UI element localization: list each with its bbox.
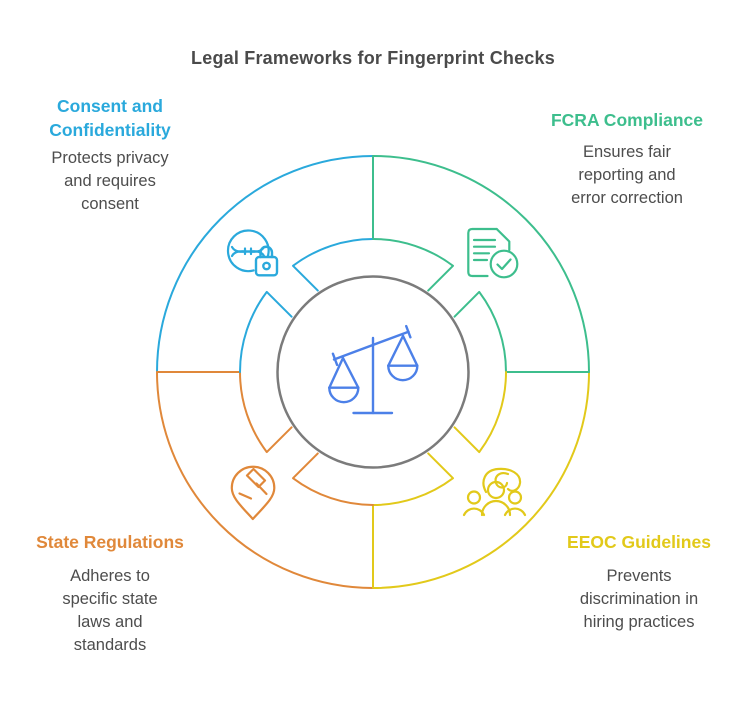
dna-lock-icon — [228, 231, 277, 276]
mid-arc-consent-top — [293, 239, 373, 291]
body-line: consent — [81, 195, 139, 213]
mid-arc-eeoc-bottom — [373, 453, 453, 505]
document-check-icon — [468, 229, 517, 277]
mid-arc-state-left — [240, 372, 292, 452]
mid-arc-state-bottom — [293, 453, 373, 505]
mid-arc-fcra-top — [373, 239, 453, 291]
body-line: and requires — [64, 172, 156, 190]
section-consent-description: Protects privacy and requires consent — [10, 147, 210, 216]
outer-arc-fcra — [373, 156, 589, 372]
section-eeoc-label: EEOC Guidelines Prevents discrimination … — [539, 530, 739, 634]
outer-arc-state — [157, 372, 373, 588]
people-icon — [464, 469, 525, 515]
section-fcra-description: Ensures fair reporting and error correct… — [527, 141, 727, 210]
page-title: Legal Frameworks for Fingerprint Checks — [191, 48, 555, 68]
section-eeoc-heading: EEOC Guidelines — [539, 530, 739, 554]
gavel-pin-icon — [232, 467, 275, 519]
center-circle — [278, 277, 469, 468]
body-line: error correction — [571, 189, 683, 207]
mid-arc-fcra-right — [455, 292, 507, 372]
body-line: Ensures fair — [582, 143, 672, 161]
section-state-label: State Regulations Adheres to specific st… — [10, 530, 210, 657]
heading-line: Consent and — [57, 96, 163, 116]
heading-line: Confidentiality — [49, 120, 171, 140]
body-line: Prevents — [606, 567, 672, 585]
body-line: Protects privacy — [51, 149, 169, 167]
body-line: discrimination in — [579, 590, 699, 608]
body-line: specific state — [62, 590, 158, 608]
heading-line: FCRA Compliance — [550, 110, 703, 130]
body-line: hiring practices — [583, 613, 695, 631]
section-state-heading: State Regulations — [10, 530, 210, 554]
body-line: reporting and — [578, 166, 676, 184]
heading-line: State Regulations — [36, 532, 184, 552]
section-eeoc-description: Prevents discrimination in hiring practi… — [539, 565, 739, 634]
scales-of-justice-icon — [329, 326, 417, 413]
body-line: standards — [73, 636, 147, 654]
section-consent-label: Consent and Confidentiality Protects pri… — [10, 94, 210, 216]
mid-arc-eeoc-right — [455, 372, 507, 452]
section-fcra-label: FCRA Compliance Ensures fair reporting a… — [527, 108, 727, 210]
heading-line: EEOC Guidelines — [567, 532, 711, 552]
body-line: Adheres to — [70, 567, 150, 585]
section-state-description: Adheres to specific state laws and stand… — [10, 565, 210, 657]
outer-arc-eeoc — [373, 372, 589, 588]
body-line: laws and — [77, 613, 143, 631]
mid-arc-consent-left — [240, 292, 292, 372]
section-fcra-heading: FCRA Compliance — [527, 108, 727, 132]
outer-arc-consent — [157, 156, 373, 372]
section-consent-heading: Consent and Confidentiality — [10, 94, 210, 142]
